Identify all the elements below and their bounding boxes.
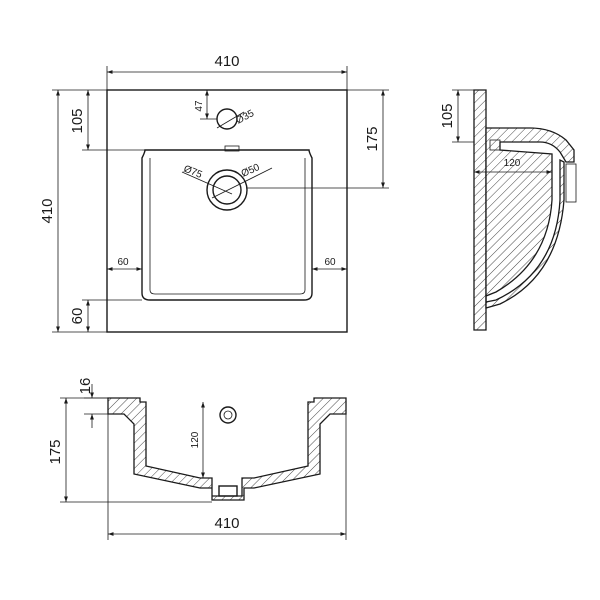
rim-thickness-label: 16 xyxy=(77,378,94,395)
front-section-body xyxy=(107,397,347,501)
drain-outer xyxy=(206,169,248,211)
tap-offset-label: 105 xyxy=(69,108,86,133)
tap-hole-diameter-label: Ø35 xyxy=(234,108,256,127)
front-overflow-outer xyxy=(219,406,237,424)
side-view: 105 120 xyxy=(439,89,577,331)
front-overflow-inner xyxy=(223,410,233,420)
side-depth-label: 120 xyxy=(504,158,521,169)
tap-hole-diameter-leader xyxy=(216,111,245,129)
drain-inner xyxy=(212,175,242,205)
front-section: 16 175 120 410 xyxy=(47,378,347,540)
side-height-label: 105 xyxy=(439,103,456,128)
drain-outer-label: Ø75 xyxy=(182,164,204,181)
top-view-outline xyxy=(106,89,348,333)
front-width-label: 410 xyxy=(214,515,239,532)
left-rim-label: 60 xyxy=(117,257,129,268)
front-height-label: 175 xyxy=(47,439,64,464)
front-drain-outlet xyxy=(218,485,238,497)
overflow-slot xyxy=(224,145,240,152)
top-height-label: 410 xyxy=(39,198,56,223)
drain-diameter-leader-right xyxy=(211,167,273,199)
drain-offset-label: 175 xyxy=(364,126,381,151)
side-view-wall xyxy=(473,89,487,331)
drain-diameter-leader-left xyxy=(181,171,233,195)
top-width-label: 410 xyxy=(214,53,239,70)
top-view: 410 410 105 60 47 Ø35 Ø75 Ø50 175 60 xyxy=(39,53,389,333)
bowl-depth-label: 120 xyxy=(190,431,201,448)
drain-inner-label: Ø50 xyxy=(240,162,262,180)
bottom-rim-label: 60 xyxy=(69,308,86,325)
side-view-bowl-section xyxy=(485,127,575,309)
top-view-bowl xyxy=(141,149,313,301)
right-rim-label: 60 xyxy=(324,257,336,268)
tap-hole-offset-label: 47 xyxy=(194,100,205,112)
